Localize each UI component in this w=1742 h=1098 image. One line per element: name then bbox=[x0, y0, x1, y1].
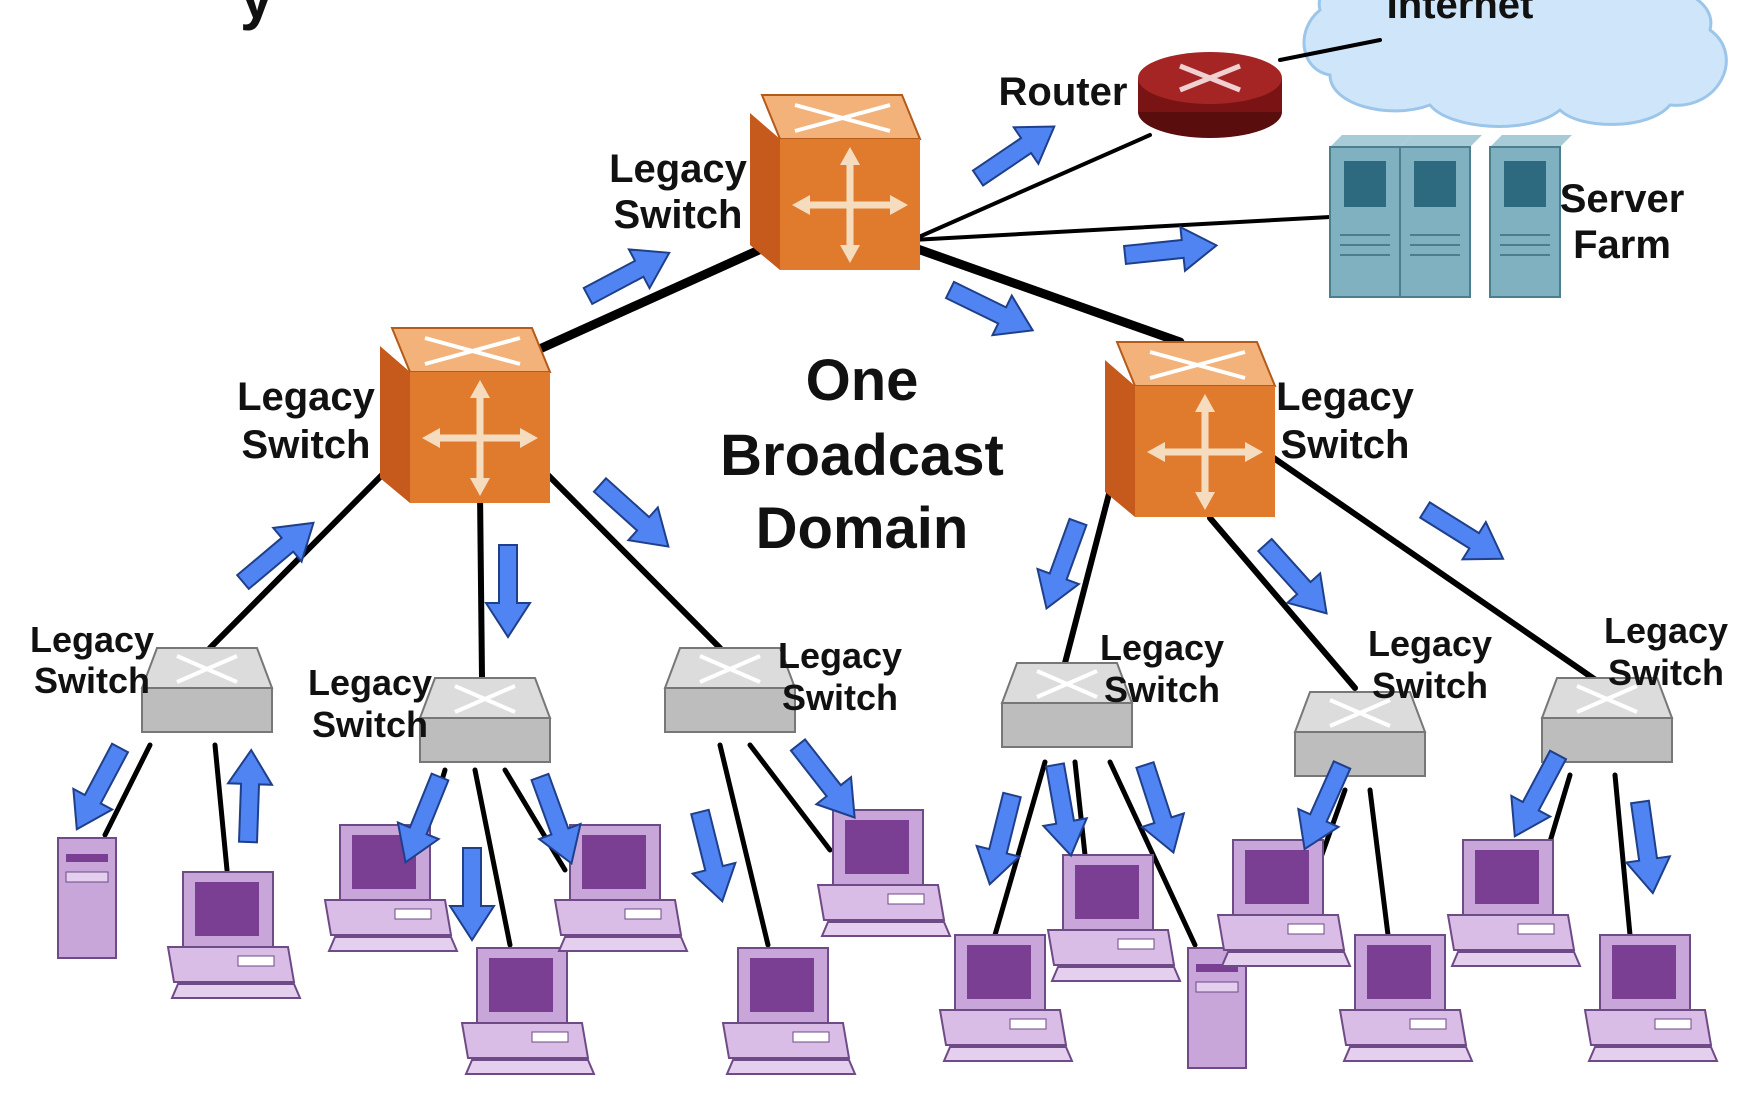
broadcast-domain-label-2: Broadcast bbox=[720, 423, 1004, 488]
access-switch-3-label-1: Legacy bbox=[778, 635, 902, 676]
broadcast-domain-label-3: Domain bbox=[756, 496, 969, 561]
access-switch-3-label-2: Switch bbox=[782, 677, 898, 718]
left-distribution-switch-label-2: Switch bbox=[242, 423, 371, 467]
core-switch-icon bbox=[750, 95, 920, 270]
traffic-arrow-icon bbox=[964, 107, 1068, 198]
right-distribution-switch-label-2: Switch bbox=[1281, 423, 1410, 467]
access-switch-1-label-1: Legacy bbox=[30, 619, 154, 660]
server-farm-label-1: Server bbox=[1560, 177, 1685, 221]
access-switch-icon bbox=[418, 676, 552, 764]
traffic-arrow-icon bbox=[485, 544, 531, 638]
router-label: Router bbox=[999, 70, 1128, 114]
access-switch-5-label-2: Switch bbox=[1372, 665, 1488, 706]
workstation-icon bbox=[1217, 839, 1351, 967]
workstation-icon bbox=[1339, 934, 1473, 1062]
workstation-icon bbox=[324, 824, 458, 952]
access-switch-2-label-1: Legacy bbox=[308, 662, 432, 703]
right-distribution-switch-label-1: Legacy bbox=[1276, 375, 1415, 419]
router-icon bbox=[1138, 52, 1282, 138]
access-switch-4-label-1: Legacy bbox=[1100, 627, 1224, 668]
workstation-icon bbox=[1584, 934, 1718, 1062]
access-switch-1-label-2: Switch bbox=[34, 660, 150, 701]
workstation-icon bbox=[167, 871, 301, 999]
access-switch-2-label-2: Switch bbox=[312, 704, 428, 745]
core-switch-label-1: Legacy bbox=[609, 147, 748, 191]
left-distribution-switch-icon bbox=[380, 328, 550, 503]
traffic-arrow-icon bbox=[1121, 222, 1220, 278]
right-distribution-switch-icon bbox=[1105, 342, 1275, 517]
server-farm bbox=[1329, 134, 1573, 298]
title-fragment: y bbox=[240, 0, 274, 31]
access-switch-5-label-1: Legacy bbox=[1368, 623, 1492, 664]
access-switch-6-label-1: Legacy bbox=[1604, 610, 1728, 651]
access-switch-6-label-2: Switch bbox=[1608, 652, 1724, 693]
broadcast-domain-label-1: One bbox=[806, 348, 919, 413]
traffic-arrow-icon bbox=[227, 505, 329, 600]
traffic-arrow-icon bbox=[576, 232, 681, 317]
traffic-arrow-icon bbox=[939, 269, 1044, 352]
workstation-icon bbox=[461, 947, 595, 1075]
end-devices bbox=[57, 809, 1718, 1075]
server-farm-label-2: Farm bbox=[1573, 223, 1671, 267]
access-switch-4-label-2: Switch bbox=[1104, 669, 1220, 710]
core-switch-label-2: Switch bbox=[614, 193, 743, 237]
access-switch-icon bbox=[663, 646, 797, 734]
internet-cloud: Internet bbox=[1302, 0, 1728, 128]
workstation-icon bbox=[722, 947, 856, 1075]
traffic-arrow-icon bbox=[584, 467, 685, 564]
access-switch-icon bbox=[140, 646, 274, 734]
traffic-arrow-icon bbox=[225, 748, 275, 844]
tower-server-icon bbox=[57, 837, 117, 959]
traffic-arrow-icon bbox=[677, 805, 745, 908]
traffic-arrow-icon bbox=[449, 847, 495, 941]
workstation-icon bbox=[1447, 839, 1581, 967]
left-distribution-switch-label-1: Legacy bbox=[237, 375, 376, 419]
workstation-icon bbox=[817, 809, 951, 937]
internet-label: Internet bbox=[1387, 0, 1534, 27]
traffic-arrow-icon bbox=[1123, 757, 1196, 861]
server-icon bbox=[1399, 134, 1483, 298]
